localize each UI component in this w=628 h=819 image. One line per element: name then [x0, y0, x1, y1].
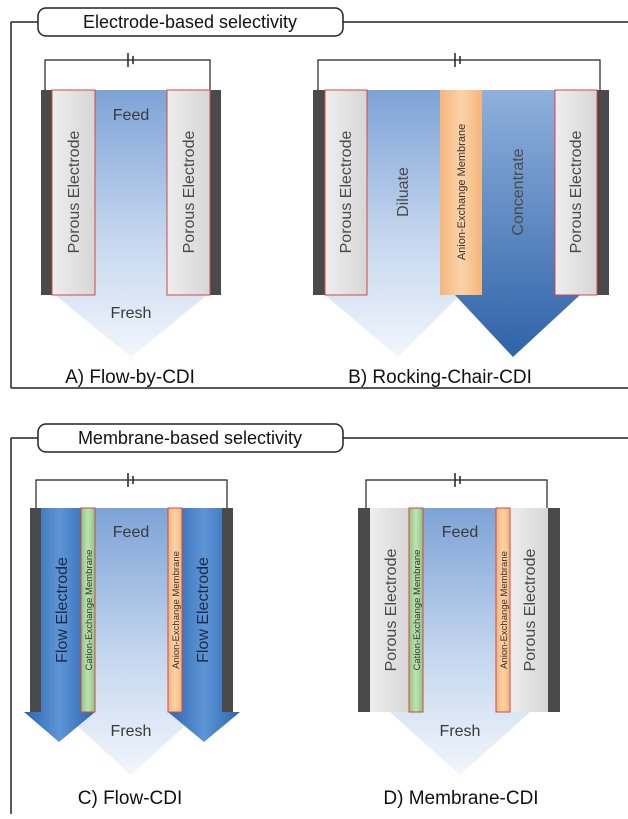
panel-d-left-electrode-label: Porous Electrode — [383, 549, 400, 672]
electrode-section-title: Electrode-based selectivity — [83, 12, 297, 32]
panel-b-rocking-chair-cdi: Porous Electrode Diluate Anion-Exchange … — [313, 53, 609, 388]
panel-d-feed-label: Feed — [442, 524, 478, 541]
panel-b-right-electrode-label: Porous Electrode — [568, 131, 585, 254]
panel-c-cation-membrane — [80, 507, 96, 713]
panel-a-left-electrode-label: Porous Electrode — [66, 131, 83, 254]
panel-b-caption: B) Rocking-Chair-CDI — [348, 367, 532, 388]
panel-d-caption: D) Membrane-CDI — [383, 788, 538, 809]
panel-d-right-membrane-label: Anion-Exchange Membrane — [499, 551, 510, 669]
panel-d-cation-membrane — [408, 507, 424, 713]
panel-c-right-electrode-label: Flow Electrode — [195, 557, 212, 663]
panel-c-anion-membrane — [167, 507, 183, 713]
panel-c-circuit-wire — [35, 479, 228, 508]
panel-c-caption: C) Flow-CDI — [78, 788, 183, 809]
panel-d-feed-channel — [390, 508, 530, 775]
panel-b-left-collector — [313, 90, 325, 295]
membrane-section-title: Membrane-based selectivity — [78, 428, 302, 448]
panel-d-right-collector — [548, 508, 560, 712]
panel-a-left-electrode — [51, 89, 96, 296]
panel-d-right-electrode — [510, 508, 548, 712]
panel-b-circuit-wire — [317, 59, 601, 90]
panel-b-left-electrode-label: Porous Electrode — [338, 131, 355, 254]
panel-a-right-electrode — [166, 89, 211, 296]
panel-b-anion-membrane — [440, 90, 482, 295]
panel-c-right-membrane-label: Anion-Exchange Membrane — [171, 551, 182, 669]
panel-a-right-electrode-label: Porous Electrode — [181, 131, 198, 254]
panel-d-left-electrode — [370, 508, 409, 712]
panel-d-left-collector — [358, 508, 370, 712]
panel-a-fresh-label: Fresh — [111, 305, 152, 322]
panel-c-fresh-label: Fresh — [111, 723, 152, 740]
panel-c-left-collector — [30, 508, 41, 712]
panel-d-right-electrode-label: Porous Electrode — [522, 549, 539, 672]
panel-a-flow-by-cdi: Porous Electrode Porous Electrode Feed F… — [41, 53, 221, 388]
panel-a-feed-label: Feed — [113, 107, 149, 124]
panel-a-feed-channel — [55, 90, 207, 357]
panel-a-left-collector — [41, 90, 52, 295]
membrane-section-frame — [10, 423, 628, 814]
panel-c-right-collector — [222, 508, 233, 712]
panel-b-concentrate-label: Concentrate — [510, 148, 527, 235]
panel-d-fresh-label: Fresh — [440, 723, 481, 740]
panel-b-right-collector — [597, 90, 609, 295]
panel-c-feed-label: Feed — [113, 524, 149, 541]
panel-b-diluate-label: Diluate — [395, 167, 412, 217]
electrode-section-frame — [10, 7, 628, 389]
panel-a-right-collector — [210, 90, 221, 295]
panel-d-circuit-wire — [365, 479, 548, 508]
panel-c-left-membrane-label: Cation-Exchange Membrane — [84, 550, 95, 671]
panel-b-left-electrode — [324, 89, 368, 296]
panel-c-left-electrode-label: Flow Electrode — [54, 557, 71, 663]
panel-b-diluate-channel — [325, 90, 460, 357]
panel-d-membrane-cdi: Porous Electrode Cation-Exchange Membran… — [358, 473, 560, 809]
panel-b-right-electrode — [554, 89, 598, 296]
panel-a-caption: A) Flow-by-CDI — [65, 367, 195, 388]
panel-b-concentrate-channel — [455, 90, 580, 357]
panel-c-left-flow-electrode — [24, 508, 95, 742]
panel-b-membrane-label: Anion-Exchange Membrane — [456, 124, 468, 260]
panel-d-anion-membrane — [495, 507, 511, 713]
panel-c-flow-cdi: Flow Electrode Cation-Exchange Membrane … — [24, 473, 240, 809]
panel-c-feed-channel — [62, 508, 200, 775]
panel-d-left-membrane-label: Cation-Exchange Membrane — [412, 550, 423, 671]
